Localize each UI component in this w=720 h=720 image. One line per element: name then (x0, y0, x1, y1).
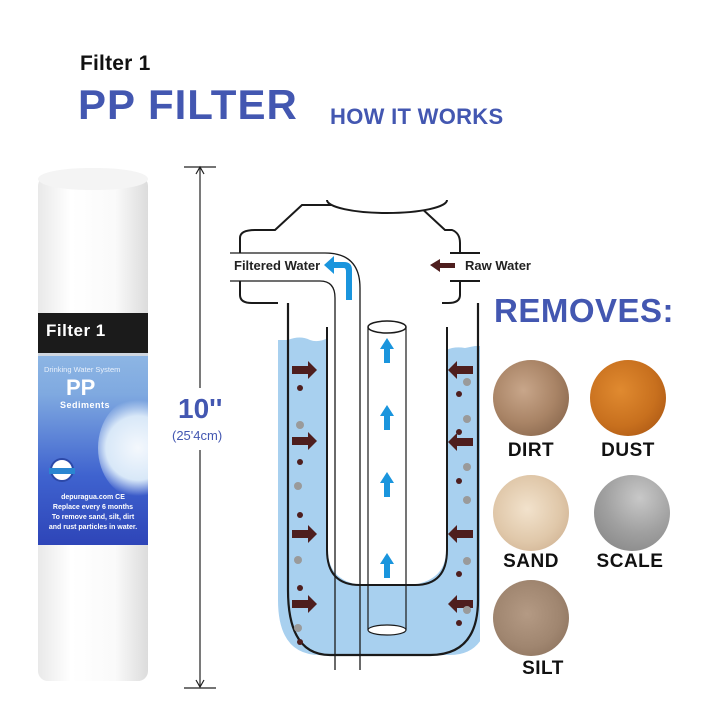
dirt-swatch (493, 360, 569, 436)
dirt-label: DIRT (507, 440, 555, 461)
scale-label: SCALE (596, 551, 664, 572)
label-filter-title: Filter 1 (46, 321, 106, 340)
silt-swatch (493, 580, 569, 656)
cartridge-label: Filter 1 Drinking Water System PP Sedime… (38, 313, 148, 545)
label-black-strip: Filter 1 (38, 313, 148, 356)
label-footer-2: Replace every 6 months (52, 504, 134, 511)
inflow-arrows (292, 361, 473, 613)
silt-label: SILT (522, 658, 564, 679)
flow-up-arrows (380, 338, 394, 578)
tagline: HOW IT WORKS (330, 104, 504, 129)
water-fill (278, 337, 480, 655)
label-footer-3: To remove sand, silt, dirt (51, 514, 135, 521)
label-type: PP (66, 375, 96, 400)
outlet-label: Filtered Water (234, 258, 321, 273)
label-glow (98, 398, 148, 498)
subtitle: Filter 1 (80, 52, 151, 75)
outlet-arrow-icon (324, 256, 352, 300)
dimension-line (184, 165, 216, 689)
label-footer-1: depuragua.com CE (61, 494, 125, 501)
inlet-label: Raw Water (465, 258, 531, 273)
dust-swatch (590, 360, 666, 436)
filter-housing-diagram (230, 200, 480, 670)
filter-cartridge-image: Filter 1 Drinking Water System PP Sedime… (38, 168, 148, 688)
quality-seal-icon (49, 458, 75, 482)
sand-label: SAND (503, 551, 559, 572)
label-system: Drinking Water System (44, 365, 121, 374)
scale-swatch (594, 475, 670, 551)
page-title: PP FILTER (78, 81, 298, 128)
dimension-metric: (25'4cm) (172, 428, 223, 443)
sand-swatch (493, 475, 569, 551)
label-footer-4: and rust particles in water. (48, 524, 138, 531)
label-subtype: Sediments (60, 400, 111, 410)
particles (294, 378, 471, 645)
dimension-value: 10'' (178, 393, 223, 424)
removes-heading: REMOVES: (494, 292, 675, 329)
dust-label: DUST (601, 440, 655, 461)
cartridge-top (38, 168, 148, 190)
inlet-arrow-icon (430, 259, 455, 272)
